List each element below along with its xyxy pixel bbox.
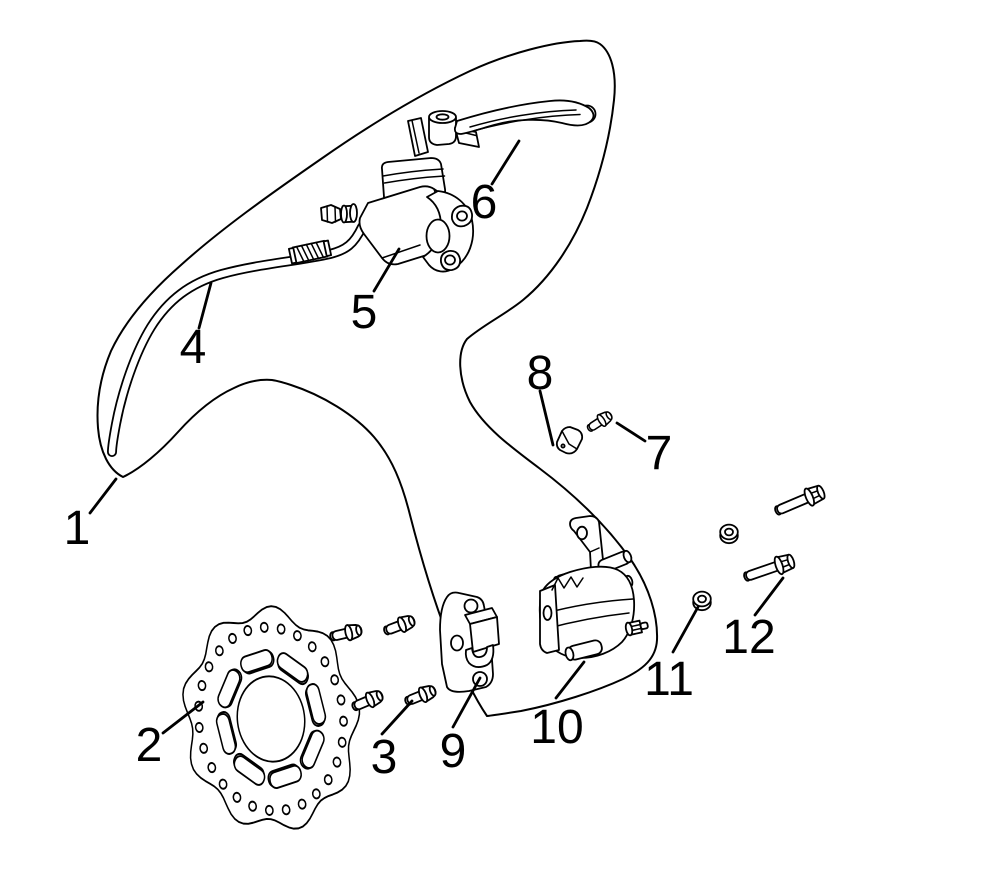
leader-line-7 xyxy=(615,421,647,443)
leader-line-9 xyxy=(451,676,482,729)
leader-lines xyxy=(88,139,785,736)
handlebar-clamp xyxy=(422,190,474,273)
callout-2: 2 xyxy=(136,719,163,772)
leader-line-10 xyxy=(554,660,586,700)
leader-line-4 xyxy=(197,281,213,330)
rotor-bolt xyxy=(348,686,387,716)
callout-5: 5 xyxy=(351,286,378,339)
leader-line-3 xyxy=(380,699,414,736)
callout-7: 7 xyxy=(646,427,673,480)
banjo-bolt xyxy=(320,203,358,224)
callout-6: 6 xyxy=(471,176,498,229)
mount-nut xyxy=(719,523,739,545)
hose-crimp xyxy=(287,239,333,265)
brake-hose xyxy=(107,203,367,457)
rotor-bolt xyxy=(327,621,365,646)
callout-1: 1 xyxy=(64,502,91,555)
leader-line-6 xyxy=(490,139,521,186)
callouts: 1 2 3 4 5 6 7 8 9 10 11 12 xyxy=(64,176,776,784)
callout-10: 10 xyxy=(530,701,583,754)
bleed-screw xyxy=(624,619,649,637)
lever-blade xyxy=(453,99,595,135)
leader-line-5 xyxy=(372,247,401,293)
lever-pivot xyxy=(428,117,457,146)
brake-disc xyxy=(182,605,361,830)
master-cylinder xyxy=(358,157,474,273)
leader-line-2 xyxy=(161,700,205,735)
callout-8: 8 xyxy=(527,347,554,400)
leader-line-12 xyxy=(753,576,785,617)
mount-nut xyxy=(692,590,712,612)
brake-lever xyxy=(407,99,597,157)
pad-hook xyxy=(464,644,495,668)
caliper-pin xyxy=(564,639,603,662)
leader-line-11 xyxy=(671,605,700,654)
brake-caliper xyxy=(538,515,649,662)
callout-3: 3 xyxy=(371,731,398,784)
caliper-bolt xyxy=(740,550,798,587)
rotor-bolt xyxy=(380,611,418,640)
leader-line-8 xyxy=(538,389,555,447)
callout-9: 9 xyxy=(440,725,467,778)
callout-12: 12 xyxy=(722,611,775,664)
callout-4: 4 xyxy=(180,321,207,374)
clip-bolt xyxy=(583,408,616,436)
guard-outline xyxy=(96,39,659,717)
leader-line-1 xyxy=(88,477,118,515)
hose-clip xyxy=(555,426,584,455)
callout-11: 11 xyxy=(644,653,694,706)
pad-spring xyxy=(551,576,584,591)
caliper-bracket xyxy=(439,591,500,693)
caliper-bolt xyxy=(771,481,828,521)
